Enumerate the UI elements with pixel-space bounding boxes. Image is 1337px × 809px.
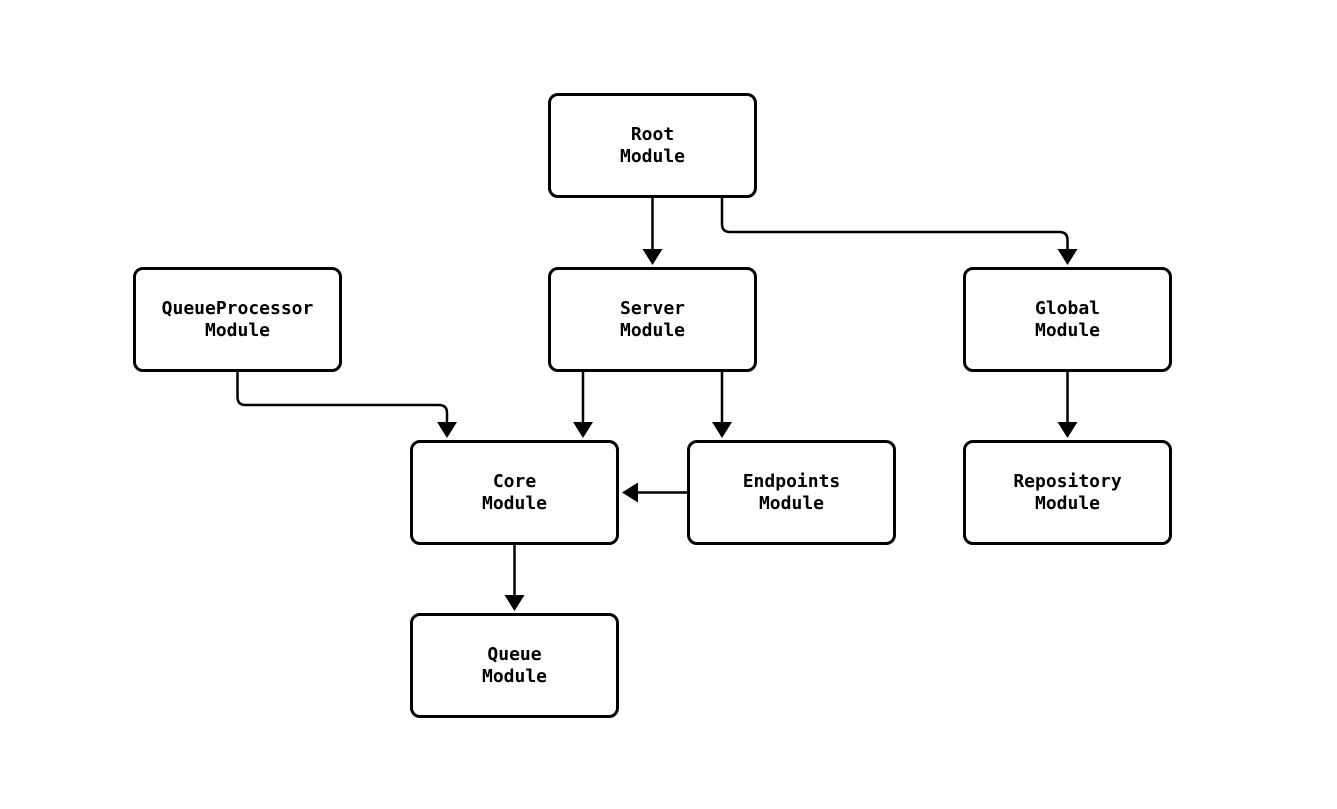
node-root-module: Root Module [548, 93, 757, 198]
node-global-module: Global Module [963, 267, 1172, 372]
node-endpoints-module: Endpoints Module [687, 440, 896, 545]
node-repository-module-label: Repository Module [1013, 470, 1122, 514]
node-core-module: Core Module [410, 440, 619, 545]
node-queue-module: Queue Module [410, 613, 619, 718]
node-global-module-label: Global Module [1034, 297, 1101, 341]
edge-root-to-global [720, 198, 1078, 265]
node-root-module-label: Root Module [619, 123, 686, 167]
edge-queueprocessor-to-core [236, 372, 457, 438]
node-queueprocessor-module: QueueProcessor Module [133, 267, 342, 372]
node-queueprocessor-module-label: QueueProcessor Module [161, 297, 314, 341]
node-server-module: Server Module [548, 267, 757, 372]
node-endpoints-module-label: Endpoints Module [742, 470, 841, 514]
node-server-module-label: Server Module [619, 297, 686, 341]
node-queue-module-label: Queue Module [481, 643, 548, 687]
node-core-module-label: Core Module [481, 470, 548, 514]
node-repository-module: Repository Module [963, 440, 1172, 545]
